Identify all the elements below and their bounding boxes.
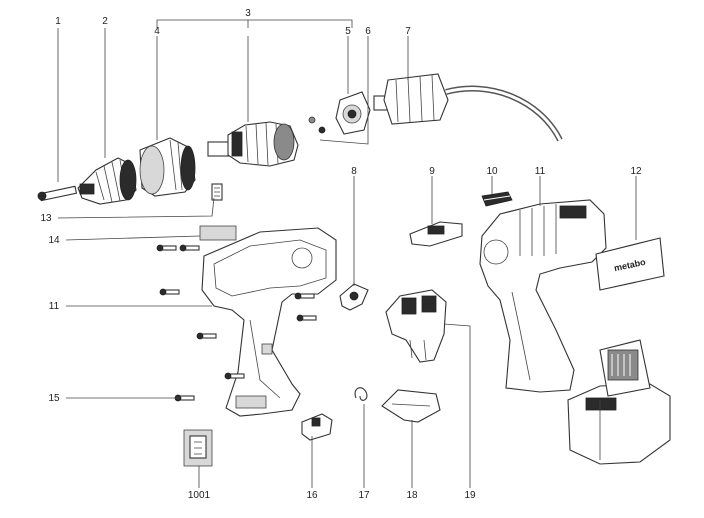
part-10-vent-strip xyxy=(481,191,513,207)
label-14: 14 xyxy=(48,235,60,246)
label-3: 3 xyxy=(245,8,251,19)
label-7: 7 xyxy=(405,26,411,37)
part-16-terminal xyxy=(301,413,333,441)
label-13: 13 xyxy=(40,213,52,224)
label-1: 1 xyxy=(55,16,61,27)
label-10: 10 xyxy=(486,166,498,177)
number-labels: 1 2 3 4 5 6 7 8 9 10 11 12 13 14 11 15 1… xyxy=(40,8,642,501)
label-5: 5 xyxy=(345,26,351,37)
label-19: 19 xyxy=(464,490,476,501)
part-11-housing-right xyxy=(479,199,607,393)
battery-pack xyxy=(567,339,671,465)
label-15: 15 xyxy=(48,393,60,404)
part-3-gearbox xyxy=(207,121,299,167)
label-11-right: 11 xyxy=(535,166,546,177)
part-17-spring-clip xyxy=(354,387,368,401)
label-6: 6 xyxy=(365,26,371,37)
label-2: 2 xyxy=(102,16,108,27)
part-12-logo-label: metabo xyxy=(595,237,665,291)
label-9: 9 xyxy=(429,166,435,177)
label-18: 18 xyxy=(406,490,418,501)
label-16: 16 xyxy=(306,490,318,501)
label-1001: 1001 xyxy=(188,490,211,501)
screws-housing xyxy=(156,244,317,402)
part-1-screw xyxy=(37,185,78,202)
part-8-switch-lever xyxy=(339,283,369,311)
part-4-clutch-ring xyxy=(139,137,196,197)
screws-small-6 xyxy=(308,116,326,134)
part-9-slider xyxy=(409,221,463,247)
part-1001-documentation xyxy=(183,429,213,467)
label-4: 4 xyxy=(154,26,160,37)
part-13-small-plate xyxy=(211,183,223,201)
label-17: 17 xyxy=(358,490,370,501)
label-12: 12 xyxy=(630,166,642,177)
part-19-switch xyxy=(385,289,447,363)
part-18-battery-latch xyxy=(381,389,441,423)
leader-lines xyxy=(57,19,637,488)
part-7-motor xyxy=(373,73,563,142)
part-2-chuck xyxy=(77,157,137,205)
label-11-left: 11 xyxy=(49,301,60,312)
part-14-label-strip xyxy=(199,225,237,241)
label-8: 8 xyxy=(351,166,357,177)
part-5-motor-plate xyxy=(335,91,371,135)
part-11-housing-left xyxy=(201,227,337,417)
